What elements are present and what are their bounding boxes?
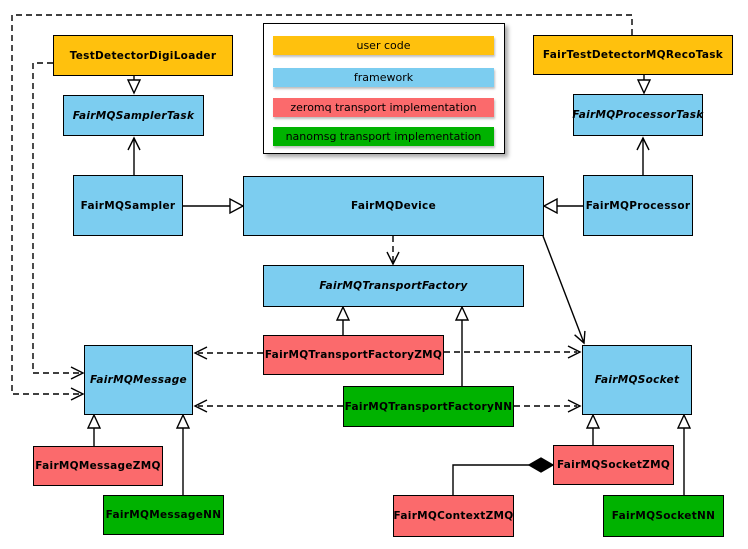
edge-sampler-samplertask [127,136,141,175]
legend-item-user-code: user code [273,36,494,55]
edge-factoryzmq-transportfactory [335,305,351,335]
edge-factorynn-socket [514,399,582,413]
node-fairmqsocketzmq: FairMQSocketZMQ [553,445,674,485]
node-fairmqmessage: FairMQMessage [84,345,193,415]
node-fairmqmessagenn: FairMQMessageNN [103,495,224,535]
edge-device-socket [542,235,586,345]
node-fairmqprocessor: FairMQProcessor [583,175,693,236]
edge-factorynn-message [193,399,343,413]
node-fairmqsocket: FairMQSocket [582,345,692,415]
edge-digiloader-samplertask [126,76,142,95]
edge-socketzmq-socket [585,413,601,445]
edge-messagezmq-message [86,413,102,446]
node-fairmqmessagezmq: FairMQMessageZMQ [33,446,163,486]
node-fairmqcontextzmq: FairMQContextZMQ [393,495,514,537]
legend-item-zeromq: zeromq transport implementation [273,98,494,117]
node-fairmqsamplertask: FairMQSamplerTask [63,95,204,136]
node-fairmqprocessortask: FairMQProcessorTask [572,94,703,136]
edge-device-transportfactory [386,236,400,266]
legend-item-framework: framework [273,68,494,87]
legend-box: user code framework zeromq transport imp… [263,23,505,154]
node-fairmqtransportfactorynn: FairMQTransportFactoryNN [343,386,514,427]
node-fairtestdetectormqrecotask: FairTestDetectorMQRecoTask [533,35,733,75]
node-fairmqtransportfactoryzmq: FairMQTransportFactoryZMQ [263,335,444,375]
edge-recotask-processortask [636,75,652,95]
edge-processor-device [542,197,583,215]
edge-factoryzmq-message [193,346,263,360]
node-testdetectordigiloader: TestDetectorDigiLoader [53,35,233,76]
node-fairmqtransportfactory: FairMQTransportFactory [263,265,524,307]
edge-factoryzmq-socket [444,345,582,359]
legend-item-nanomsg: nanomsg transport implementation [273,127,494,146]
edge-processor-processortask [636,136,650,175]
node-fairmqsampler: FairMQSampler [73,175,183,236]
edge-sampler-device [183,197,245,215]
edge-contextzmq-socketzmq [452,457,555,495]
edge-messagenn-message [175,413,191,495]
node-fairmqsocketnn: FairMQSocketNN [603,495,724,537]
edge-socketnn-socket [676,413,692,495]
node-fairmqdevice: FairMQDevice [243,176,544,236]
edge-factorynn-transportfactory [454,305,470,386]
